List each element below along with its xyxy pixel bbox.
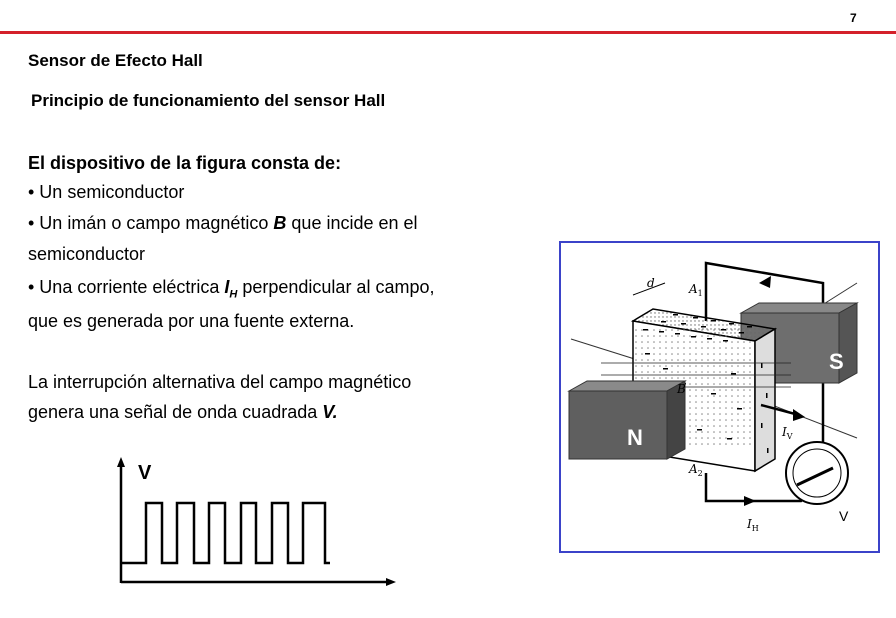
north-magnet-top [567, 380, 687, 392]
bullet-magnet-text: • Un imán o campo magnético [28, 213, 274, 233]
ih-variable: I [224, 277, 230, 297]
voltmeter-inner [792, 448, 842, 498]
current-arrow-bottom [744, 496, 756, 506]
paragraph-line2-text: genera una señal de onda cuadrada [28, 402, 323, 422]
charge-markers [643, 314, 769, 453]
bullet-semiconductor: • Un semiconductor [28, 182, 185, 202]
square-wave-signal [121, 501, 330, 565]
hall-effect-illustration: S N [567, 261, 859, 533]
a2-label: A2 [688, 462, 703, 478]
field-line [570, 338, 642, 362]
north-magnet-front [568, 390, 668, 460]
voltmeter-needle [796, 466, 834, 487]
d-label: d [647, 276, 655, 290]
north-magnet-side [666, 380, 686, 460]
bullet-magnet-line2: semiconductor [28, 244, 146, 264]
semiconductor-side [754, 327, 776, 473]
wave-axis-label: V [138, 462, 152, 484]
wave-y-arrowhead [117, 457, 125, 467]
paragraph-line2: genera una señal de onda cuadrada V. [28, 402, 338, 423]
wave-x-arrowhead [386, 578, 396, 586]
south-label: S [829, 349, 844, 374]
ih-label: IH [746, 517, 759, 533]
b-label: B [676, 382, 686, 396]
v-variable: V. [322, 402, 338, 422]
voltmeter-label: V [839, 508, 849, 524]
bullet-magnet-text-end: que incide en el [286, 213, 418, 233]
south-magnet-top [739, 302, 859, 314]
bullet-current: • Una corriente eléctrica IH perpendicul… [28, 277, 434, 301]
north-label: N [627, 425, 643, 450]
south-magnet-side [838, 302, 858, 384]
b-variable: B [273, 213, 287, 233]
current-arrow-top [759, 276, 771, 288]
ih-subscript: H [229, 288, 238, 301]
d-dimension-line [632, 282, 666, 296]
hall-current-arrow [760, 403, 800, 417]
bullet-current-text-end: perpendicular al campo, [237, 277, 435, 297]
a1-label: A1 [688, 282, 703, 298]
voltmeter [785, 441, 849, 505]
subtitle: Principio de funcionamiento del sensor H… [31, 91, 386, 110]
hall-effect-figure: S N [559, 241, 880, 553]
header-rule [0, 31, 896, 34]
section-title: Sensor de Efecto Hall [28, 51, 203, 70]
paragraph-line1: La interrupción alternativa del campo ma… [28, 372, 412, 392]
intro-heading: El dispositivo de la figura consta de: [28, 153, 342, 173]
square-wave-diagram: V [117, 457, 396, 586]
bullet-current-text: • Una corriente eléctrica [28, 277, 225, 297]
iv-label: IV [781, 425, 793, 441]
page-number: 7 [850, 11, 857, 25]
bullet-current-line2: que es generada por una fuente externa. [28, 311, 355, 331]
bullet-magnet: • Un imán o campo magnético B que incide… [28, 213, 418, 234]
hall-current-arrowhead [793, 409, 805, 421]
